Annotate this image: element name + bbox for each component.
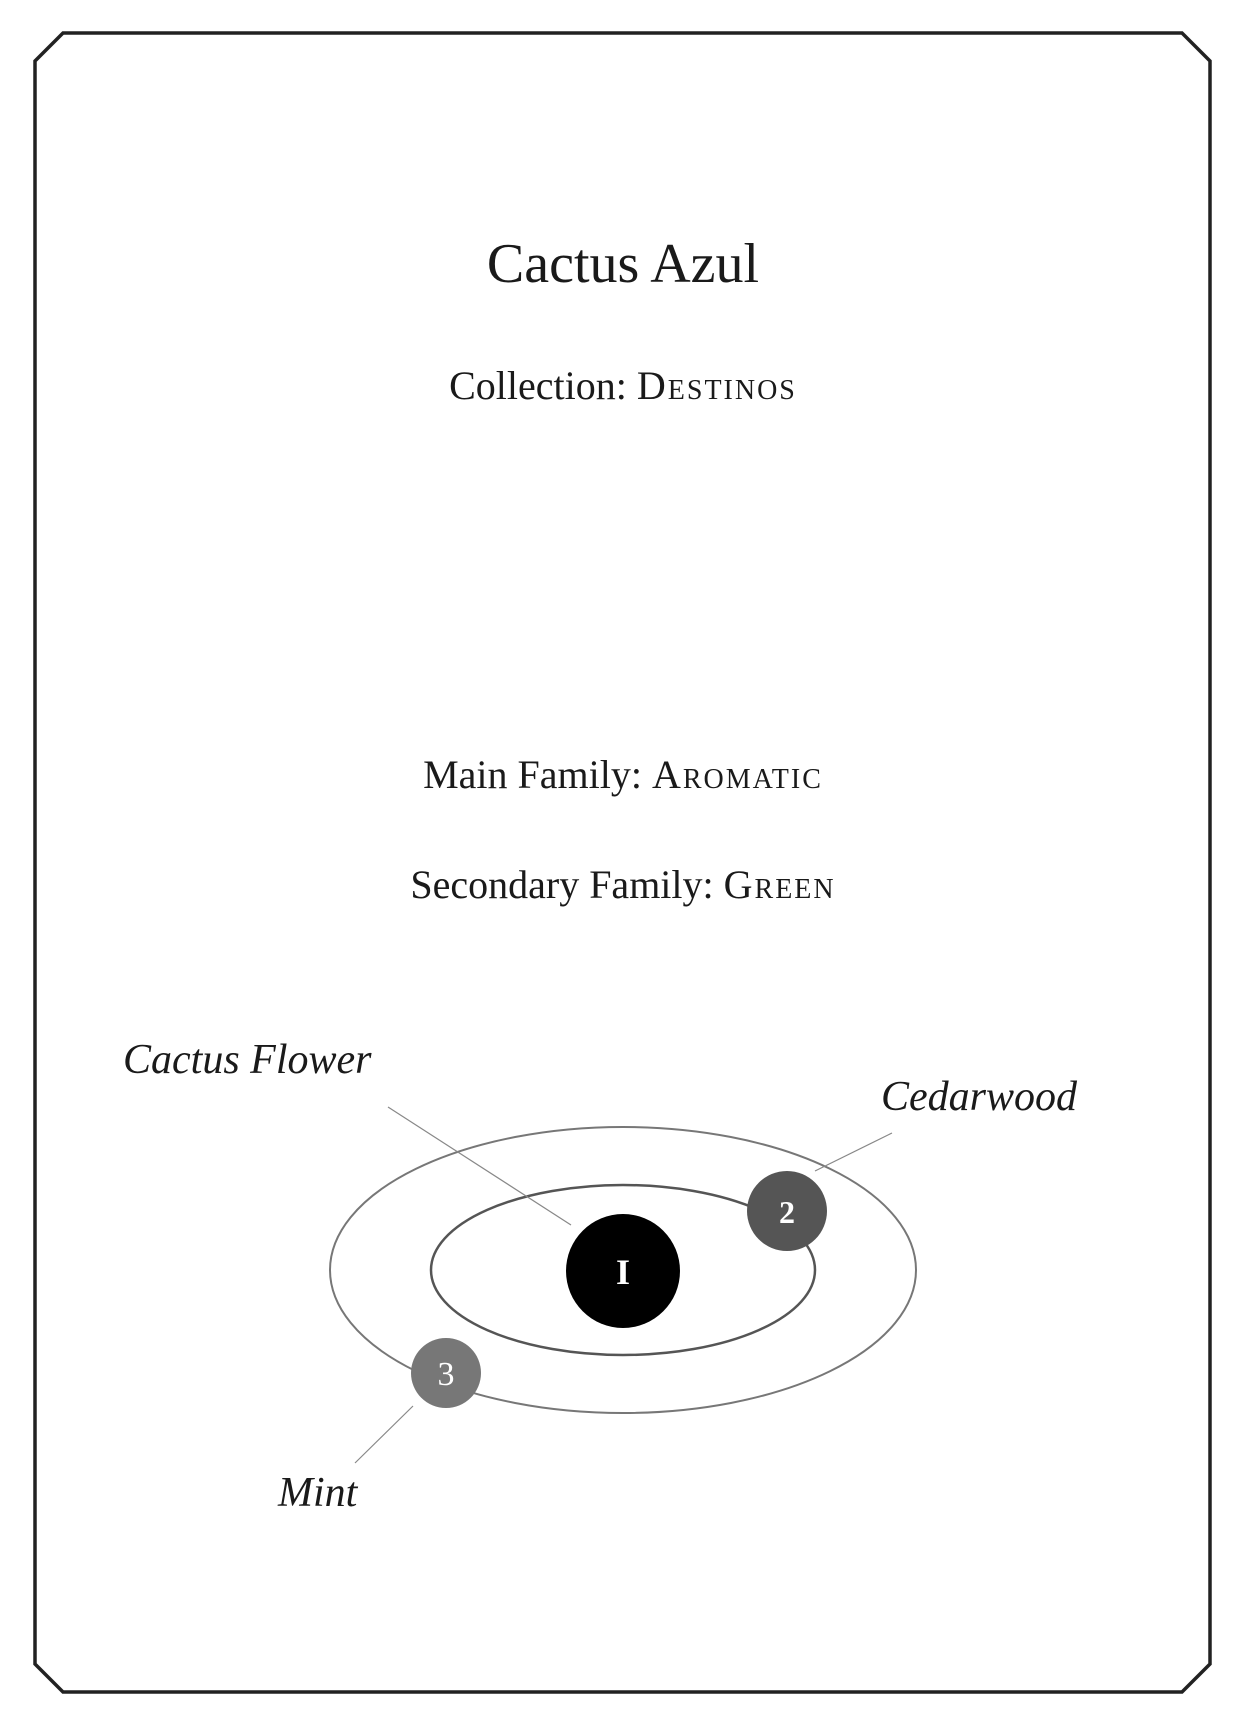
main-family-value: Aromatic xyxy=(652,752,823,797)
note-2-number: 2 xyxy=(779,1194,795,1230)
main-family-line: Main Family: Aromatic xyxy=(423,752,823,797)
collection-value: Destinos xyxy=(637,363,797,408)
note-3-marker xyxy=(411,1338,481,1408)
secondary-family-label: Secondary Family: xyxy=(410,862,723,907)
secondary-family-line: Secondary Family: Green xyxy=(410,862,835,907)
note-1-marker xyxy=(566,1214,680,1328)
note-1-label: Cactus Flower xyxy=(123,1037,372,1083)
note-2-marker xyxy=(747,1171,827,1251)
card-border xyxy=(33,31,1212,1694)
note-2-label: Cedarwood xyxy=(881,1074,1078,1120)
main-family-label: Main Family: xyxy=(423,752,652,797)
note-3-number: 3 xyxy=(438,1356,455,1393)
secondary-family-value: Green xyxy=(724,862,836,907)
collection-label: Collection: xyxy=(449,363,637,408)
leader-line-mint xyxy=(354,1405,414,1464)
outer-orbit xyxy=(329,1126,917,1414)
leader-line-cactus-flower xyxy=(387,1106,572,1226)
page-title: Cactus Azul xyxy=(487,233,759,295)
note-1-number: I xyxy=(616,1252,630,1292)
note-3-label: Mint xyxy=(277,1470,359,1516)
inner-orbit xyxy=(429,1183,817,1357)
collection-line: Collection: Destinos xyxy=(449,363,797,408)
leader-line-cedarwood xyxy=(814,1132,893,1172)
